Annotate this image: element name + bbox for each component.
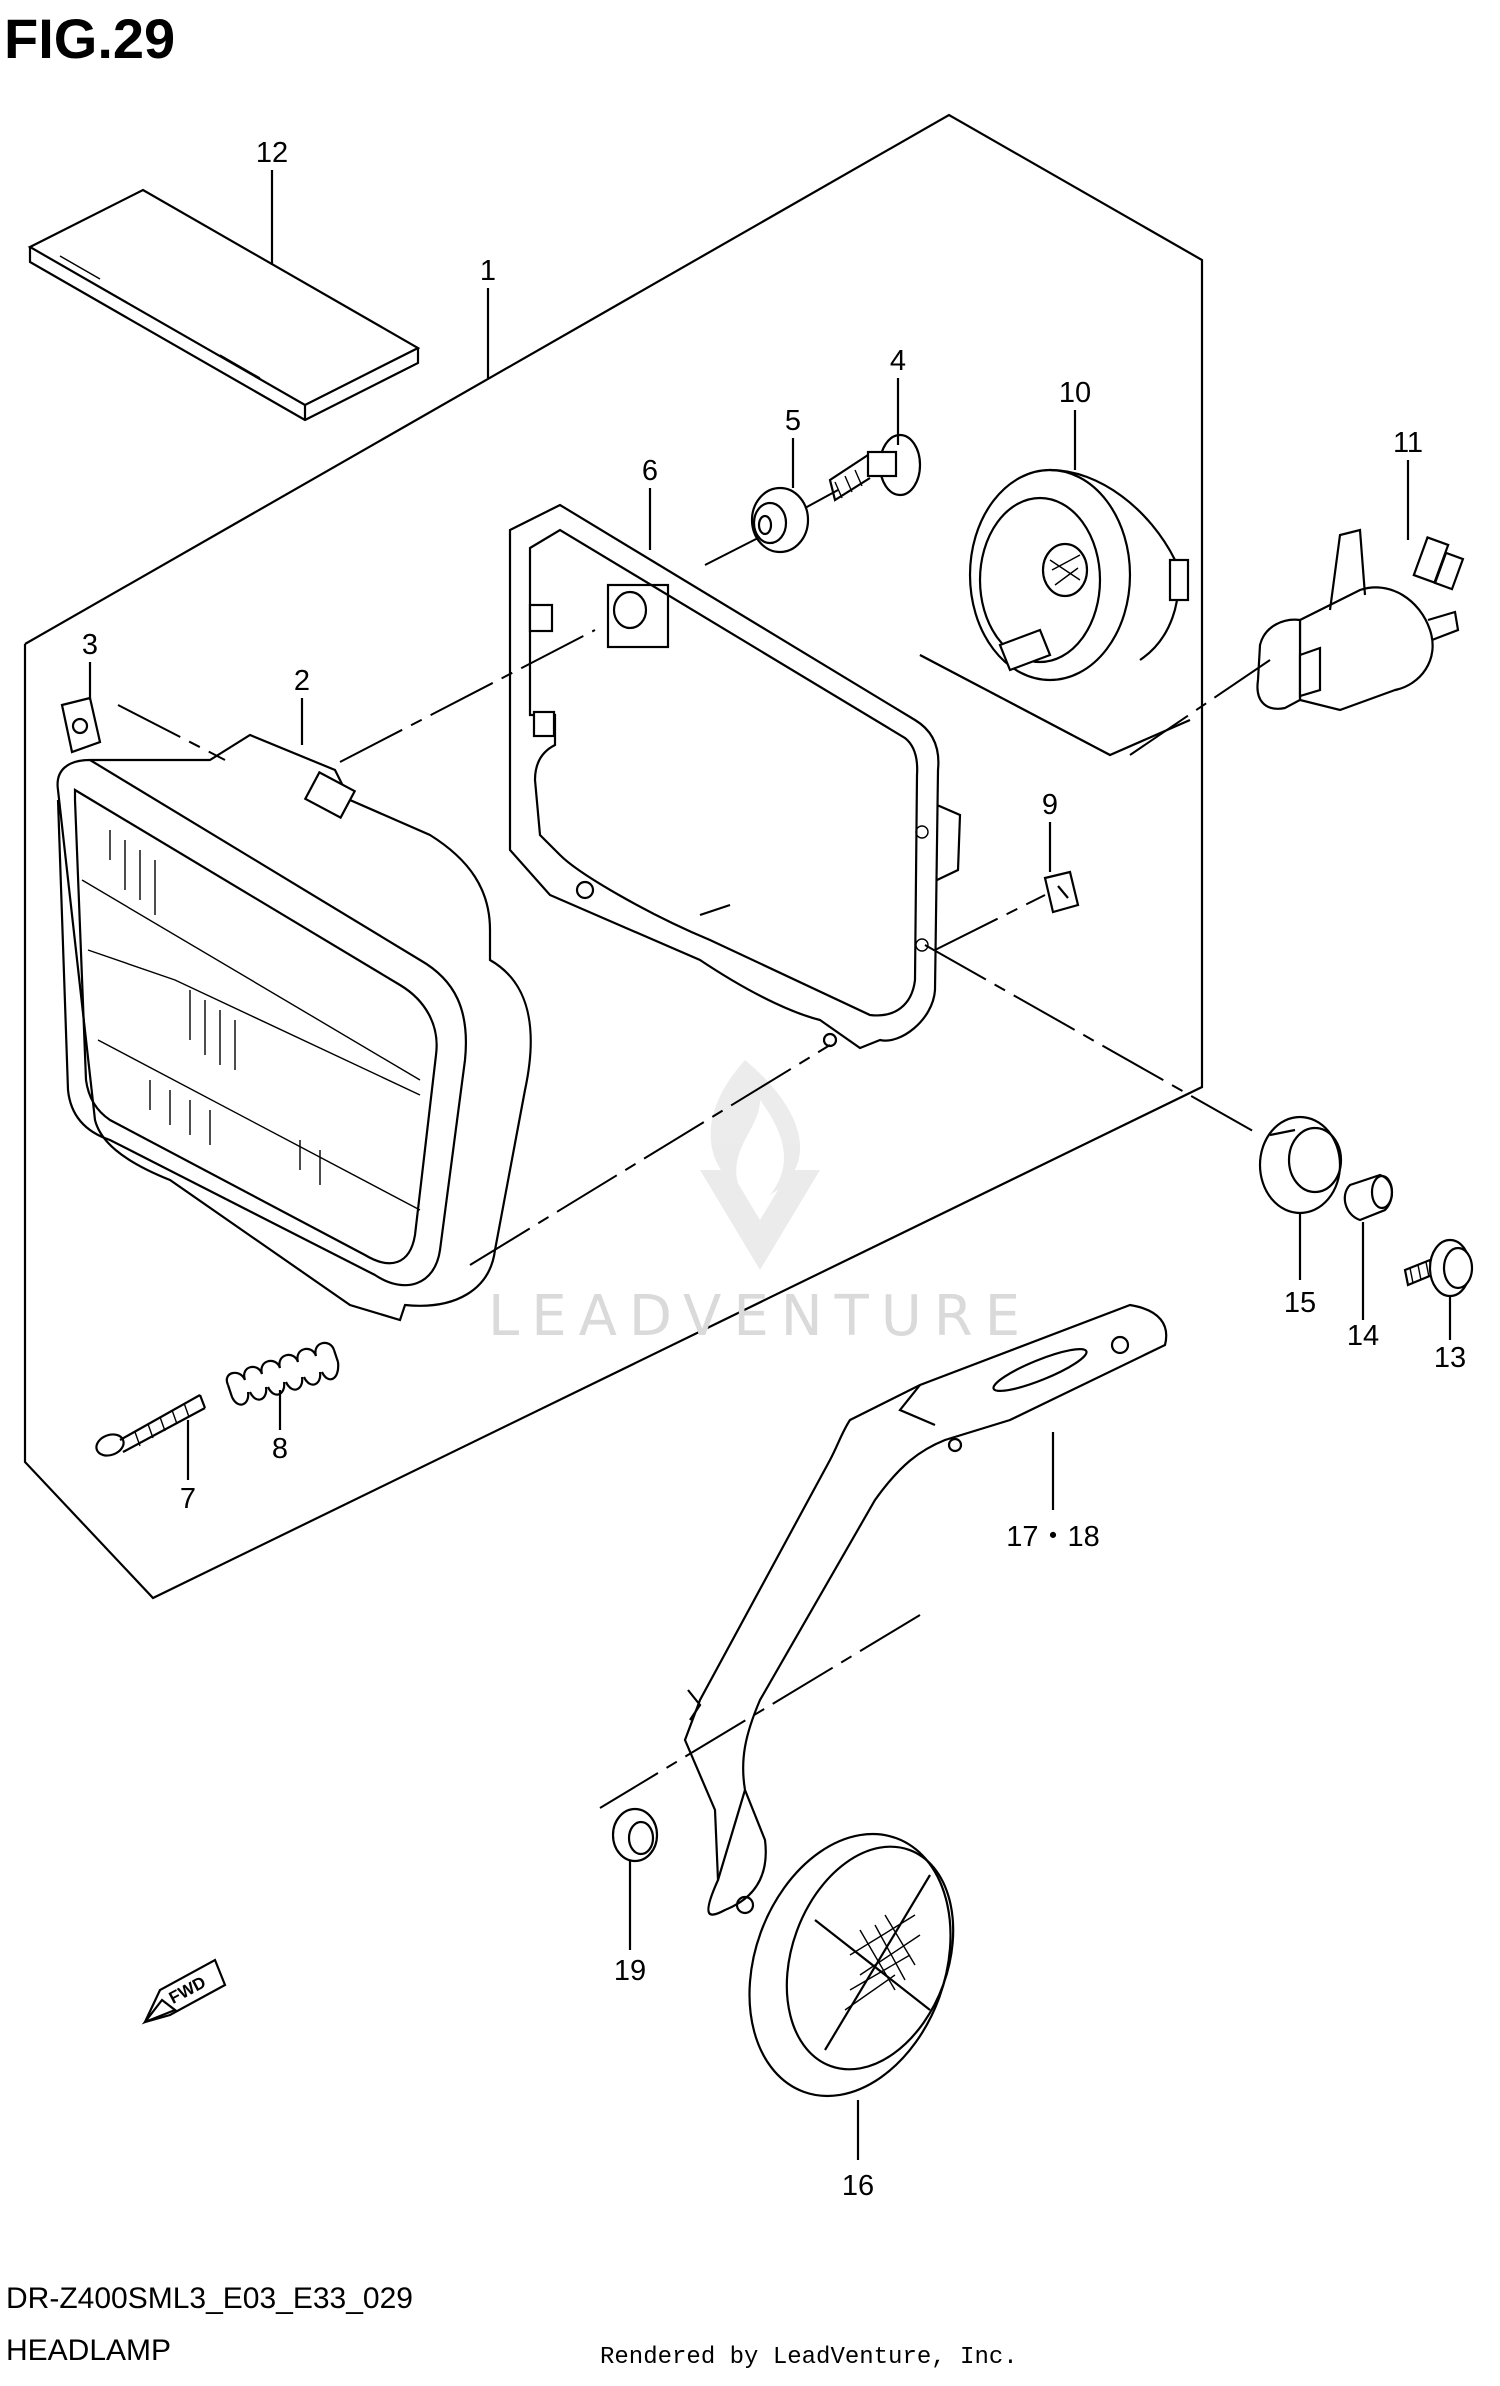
watermark-text: LEADVENTURE bbox=[488, 1284, 1033, 1349]
rendered-by-credit: Rendered by LeadVenture, Inc. bbox=[600, 2344, 1018, 2371]
callout-10: 10 bbox=[1059, 377, 1091, 409]
frame-clip-upper bbox=[528, 603, 554, 633]
part-14-collar bbox=[1343, 1173, 1394, 1222]
callout-11: 11 bbox=[1393, 427, 1423, 459]
callout-17-18: 17・18 bbox=[1006, 1521, 1100, 1553]
part-6-housing-frame bbox=[508, 503, 962, 1050]
callout-5: 5 bbox=[785, 405, 801, 437]
part-19-nut bbox=[611, 1807, 659, 1863]
callout-1: 1 bbox=[480, 255, 496, 287]
figure-name: HEADLAMP bbox=[6, 2334, 172, 2367]
lens-prism-hatching bbox=[109, 830, 321, 1185]
fwd-direction-arrow: FWD bbox=[141, 1958, 227, 2025]
reflector-mesh bbox=[844, 1914, 921, 2011]
part-7-long-screw bbox=[95, 1394, 207, 1457]
callout-13: 13 bbox=[1434, 1342, 1466, 1374]
part-17-18-bracket bbox=[683, 1303, 1168, 1916]
part-15-cushion bbox=[1258, 1115, 1343, 1215]
part-12-label-sheet bbox=[27, 188, 421, 422]
part-13-bolt bbox=[1403, 1238, 1474, 1298]
frame-clip-lower bbox=[532, 710, 556, 738]
callout-2: 2 bbox=[294, 665, 310, 697]
callout-4: 4 bbox=[890, 345, 906, 377]
callout-9: 9 bbox=[1042, 789, 1058, 821]
callout-6: 6 bbox=[642, 455, 658, 487]
part-3-clip-nut bbox=[60, 696, 102, 754]
callout-3: 3 bbox=[82, 629, 98, 661]
model-code: DR-Z400SML3_E03_E33_029 bbox=[6, 2282, 413, 2315]
part-8-spring bbox=[225, 1341, 340, 1406]
figure-title: FIG.29 bbox=[4, 7, 176, 70]
part-4-adjust-screw bbox=[828, 433, 922, 502]
part-2-headlamp-unit bbox=[56, 733, 532, 1322]
callout-8: 8 bbox=[272, 1433, 288, 1465]
callout-12: 12 bbox=[256, 137, 288, 169]
callout-leader-lines bbox=[88, 170, 1452, 2160]
part-10-socket-cover bbox=[968, 468, 1190, 682]
callout-7: 7 bbox=[180, 1483, 196, 1515]
part-9-spring-clip bbox=[1043, 870, 1080, 914]
part-11-bulb bbox=[1256, 528, 1465, 712]
assembly-boundary bbox=[23, 113, 1204, 1600]
part-5-grommet bbox=[750, 486, 810, 554]
watermark-logo bbox=[700, 1060, 820, 1270]
callout-14: 14 bbox=[1347, 1320, 1379, 1352]
callout-numbers: 12 1 2 3 4 5 6 10 11 9 15 14 13 8 7 17・1… bbox=[82, 137, 1466, 2202]
assembly-guide-lines bbox=[117, 489, 1271, 1809]
part-16-reflector bbox=[748, 1832, 955, 2098]
callout-19: 19 bbox=[614, 1955, 646, 1987]
callout-16: 16 bbox=[842, 2170, 874, 2202]
callout-15: 15 bbox=[1284, 1287, 1316, 1319]
